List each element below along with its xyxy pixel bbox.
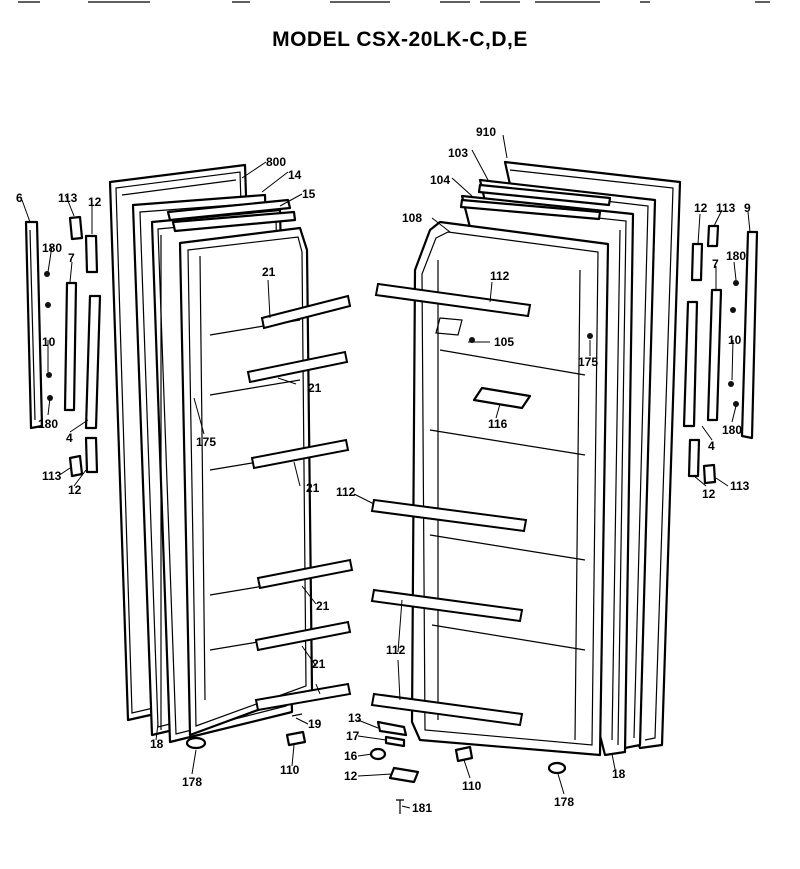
label-14: 14 bbox=[288, 168, 302, 182]
left-lower-mount-12 bbox=[84, 436, 99, 474]
label-103: 103 bbox=[448, 146, 468, 160]
right-door-stop-178 bbox=[547, 761, 567, 775]
label-110b: 110 bbox=[462, 779, 482, 793]
left-lower-cap-113 bbox=[68, 454, 84, 478]
label-12d: 12 bbox=[694, 201, 708, 215]
left-handle-7 bbox=[44, 271, 78, 412]
label-112b: 112 bbox=[336, 485, 356, 499]
bracket-13 bbox=[376, 720, 408, 737]
left-handle-cap-113 bbox=[68, 215, 84, 241]
label-7a: 7 bbox=[68, 251, 75, 265]
label-105: 105 bbox=[494, 335, 514, 349]
label-104: 104 bbox=[430, 173, 450, 187]
label-21d: 21 bbox=[316, 599, 330, 613]
label-181: 181 bbox=[412, 801, 432, 815]
right-screw-175 bbox=[587, 333, 593, 339]
label-178a: 178 bbox=[182, 775, 202, 789]
label-9: 9 bbox=[744, 201, 751, 215]
left-handle-mount-12 bbox=[84, 234, 99, 274]
label-110a: 110 bbox=[280, 763, 300, 777]
label-12c: 12 bbox=[344, 769, 358, 783]
label-21e: 21 bbox=[312, 657, 326, 671]
label-15: 15 bbox=[302, 187, 316, 201]
label-10a: 10 bbox=[42, 335, 56, 349]
left-door-stop-178 bbox=[185, 736, 207, 750]
label-13: 13 bbox=[348, 711, 362, 725]
left-screw-19 bbox=[291, 713, 303, 717]
right-butter-compartment-116 bbox=[472, 386, 532, 410]
label-4b: 4 bbox=[708, 439, 715, 453]
left-door-trim-6 bbox=[24, 220, 44, 430]
label-6: 6 bbox=[16, 191, 23, 205]
bushing-17 bbox=[384, 735, 406, 748]
label-21a: 21 bbox=[262, 265, 276, 279]
left-hinge-cover-110 bbox=[285, 730, 307, 747]
label-800: 800 bbox=[266, 155, 286, 169]
callout-labels: 800 14 15 910 103 104 108 6 113 12 180 7… bbox=[16, 125, 751, 815]
label-21c: 21 bbox=[306, 481, 320, 495]
right-door-inner-liner bbox=[410, 220, 610, 757]
label-16: 16 bbox=[344, 749, 358, 763]
right-door-breaker-strips bbox=[459, 183, 612, 221]
right-handle-cap-113 bbox=[706, 224, 720, 248]
label-180c: 180 bbox=[726, 249, 746, 263]
right-lower-mount-12 bbox=[687, 438, 701, 478]
label-18b: 18 bbox=[612, 767, 626, 781]
leader-lines bbox=[21, 134, 751, 809]
label-112a: 112 bbox=[490, 269, 510, 283]
label-21b: 21 bbox=[308, 381, 322, 395]
right-door-trim-9 bbox=[740, 230, 759, 440]
label-108: 108 bbox=[402, 211, 422, 225]
model-title: MODEL CSX-20LK-C,D,E bbox=[272, 28, 528, 51]
hinge-12 bbox=[388, 766, 420, 784]
label-113c: 113 bbox=[716, 201, 736, 215]
label-175b: 175 bbox=[578, 355, 598, 369]
left-door-shelf-bars bbox=[246, 294, 354, 712]
label-7b: 7 bbox=[712, 257, 719, 271]
label-112c: 112 bbox=[386, 643, 406, 657]
label-12b: 12 bbox=[68, 483, 82, 497]
label-113a: 113 bbox=[58, 191, 78, 205]
cam-16 bbox=[369, 747, 387, 761]
label-175a: 175 bbox=[196, 435, 216, 449]
label-180d: 180 bbox=[722, 423, 742, 437]
right-handle-4 bbox=[682, 300, 699, 428]
left-door-top-breaker-strip bbox=[166, 198, 297, 233]
label-18a: 18 bbox=[150, 737, 164, 751]
label-910: 910 bbox=[476, 125, 496, 139]
label-12e: 12 bbox=[702, 487, 716, 501]
right-handle-7 bbox=[706, 280, 739, 422]
left-door-inner-liner bbox=[178, 226, 314, 737]
label-113d: 113 bbox=[730, 479, 750, 493]
right-hinge-cover-110 bbox=[454, 745, 474, 763]
label-180a: 180 bbox=[42, 241, 62, 255]
label-116: 116 bbox=[488, 417, 508, 431]
left-handle-4 bbox=[84, 294, 102, 430]
label-12a: 12 bbox=[88, 195, 102, 209]
right-door-shelf-bars bbox=[370, 282, 532, 727]
right-lower-cap-113 bbox=[702, 463, 717, 485]
label-113b: 113 bbox=[42, 469, 62, 483]
label-180b: 180 bbox=[38, 417, 58, 431]
label-4a: 4 bbox=[66, 431, 73, 445]
label-10b: 10 bbox=[728, 333, 742, 347]
label-17: 17 bbox=[346, 729, 360, 743]
right-handle-mount-12 bbox=[690, 242, 704, 282]
label-178b: 178 bbox=[554, 795, 574, 809]
screw-181 bbox=[396, 799, 404, 814]
label-19: 19 bbox=[308, 717, 322, 731]
